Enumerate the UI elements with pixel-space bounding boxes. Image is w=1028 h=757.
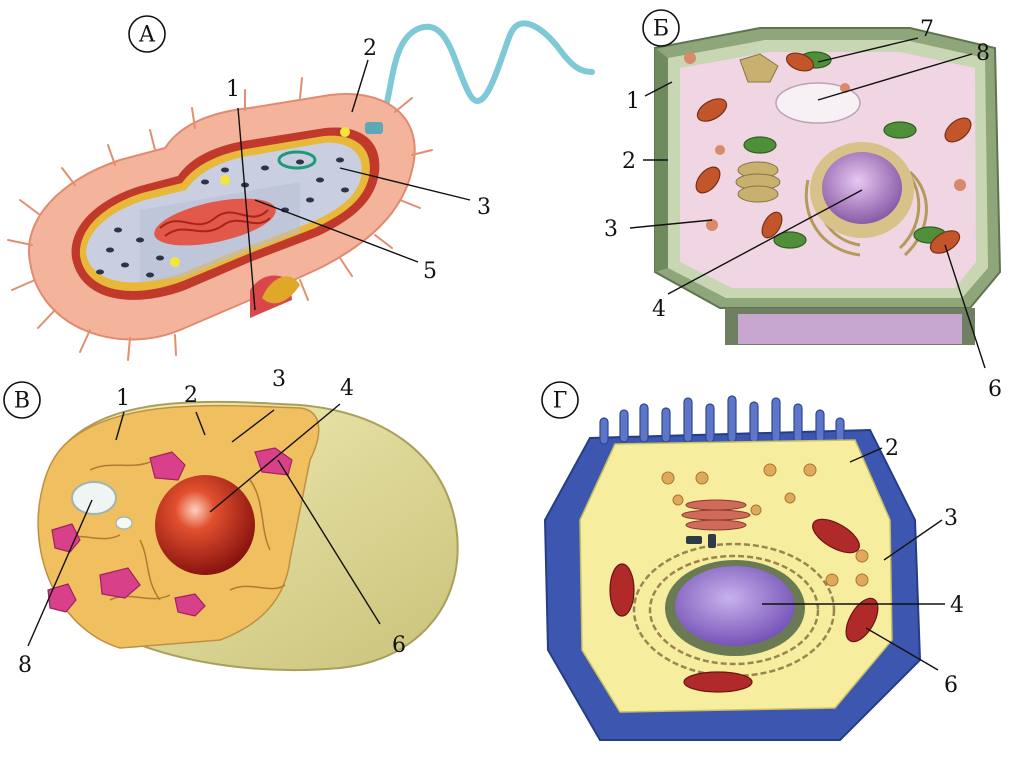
- animal-nucleus: [675, 566, 795, 646]
- panel-v-letter: В: [14, 389, 30, 414]
- panel-b-letter: Б: [653, 17, 669, 42]
- panel-v-badge: В: [4, 382, 40, 418]
- callout-a-3: 3: [477, 195, 491, 220]
- plant-golgi: [736, 162, 780, 202]
- fungal-vacuole: [72, 482, 116, 514]
- callout-b-8: 8: [976, 41, 990, 66]
- callout-g-2: 2: [885, 436, 899, 461]
- callout-g-3: 3: [944, 506, 958, 531]
- panel-v-fungal-cell: В 1 2 3 4 6 8: [4, 367, 458, 678]
- fungal-nucleus: [155, 475, 255, 575]
- callout-a-2: 2: [363, 36, 377, 61]
- panel-b-plant-cell: Б 1 2 3 4 6 7 8: [604, 10, 1002, 402]
- callout-g-4: 4: [950, 593, 964, 618]
- panel-a-badge: А: [129, 16, 165, 52]
- panel-g-animal-cell: Г 2 3 4 6: [542, 382, 964, 740]
- panel-b-badge: Б: [643, 10, 679, 46]
- callout-a-1: 1: [226, 77, 240, 102]
- plant-neighbor-cell: [738, 314, 962, 344]
- callout-b-2: 2: [622, 149, 636, 174]
- callout-v-1: 1: [116, 386, 130, 411]
- callout-v-2: 2: [184, 383, 198, 408]
- callout-b-1: 1: [626, 89, 640, 114]
- panel-g-badge: Г: [542, 382, 578, 418]
- callout-b-3: 3: [604, 217, 618, 242]
- panel-a-letter: А: [139, 23, 156, 48]
- callout-b-6: 6: [988, 377, 1002, 402]
- flagellum: [378, 23, 592, 130]
- callout-a-5: 5: [423, 259, 437, 284]
- plant-nucleus: [822, 152, 902, 224]
- fungal-vacuole-small: [116, 517, 132, 529]
- flagellum-hook: [365, 122, 383, 134]
- callout-b-4: 4: [652, 297, 666, 322]
- panel-a-bacterium: А 1 2 3 5: [8, 16, 592, 360]
- panel-g-letter: Г: [553, 389, 568, 414]
- callout-v-6: 6: [392, 633, 406, 658]
- animal-golgi: [682, 500, 750, 530]
- callout-v-8: 8: [18, 653, 32, 678]
- callout-v-3: 3: [272, 367, 286, 392]
- callout-b-7: 7: [920, 17, 934, 42]
- callout-v-4: 4: [340, 376, 354, 401]
- callout-g-6: 6: [944, 673, 958, 698]
